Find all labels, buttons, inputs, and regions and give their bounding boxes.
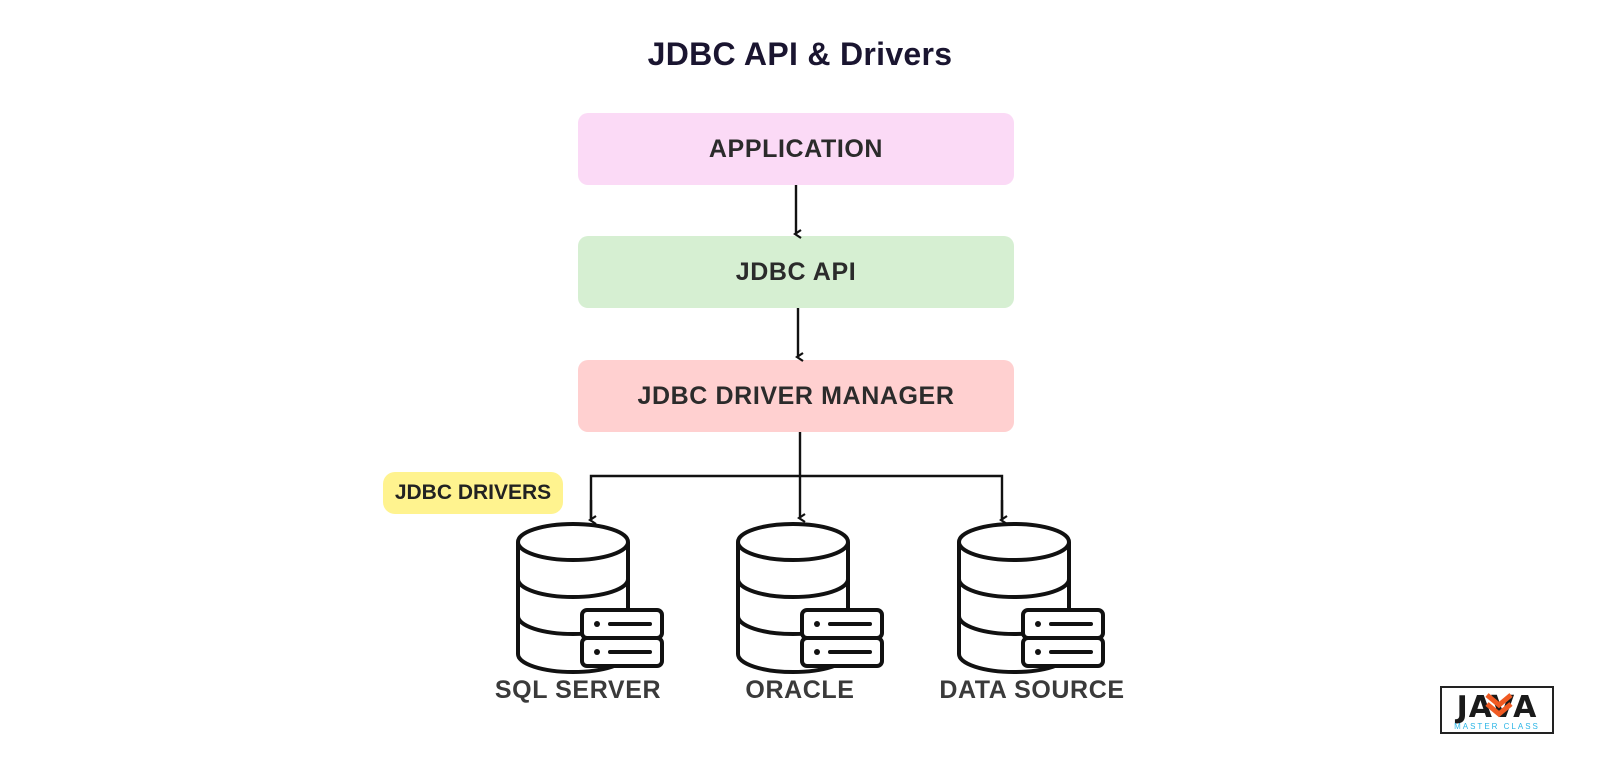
java-master-class-logo: JAVA MASTER CLASS [1440,686,1554,734]
application-label: APPLICATION [708,134,884,163]
jdbc-api-box: JDBC API [578,236,1014,308]
driver-manager-label: JDBC DRIVER MANAGER [637,381,955,410]
jdbc-api-label: JDBC API [735,257,857,286]
sql-server-label: SQL SERVER [494,676,662,704]
data-source-database-icon [957,522,1105,674]
logo-subtext: MASTER CLASS [1454,722,1540,731]
jdbc-drivers-label: JDBC DRIVERS [394,481,552,504]
branch-connector [589,474,1004,520]
data-source-label: DATA SOURCE [939,676,1125,704]
oracle-database-icon [736,522,884,674]
application-box: APPLICATION [578,113,1014,185]
oracle-label: ORACLE [745,676,855,704]
logo-text: JAVA [1456,690,1538,725]
diagram-title: JDBC API & Drivers [647,36,953,72]
driver-manager-box: JDBC DRIVER MANAGER [578,360,1014,432]
jdbc-drivers-tag: JDBC DRIVERS [383,472,563,514]
logo-chevron-icon [1485,693,1513,718]
sql-server-database-icon [516,522,664,674]
